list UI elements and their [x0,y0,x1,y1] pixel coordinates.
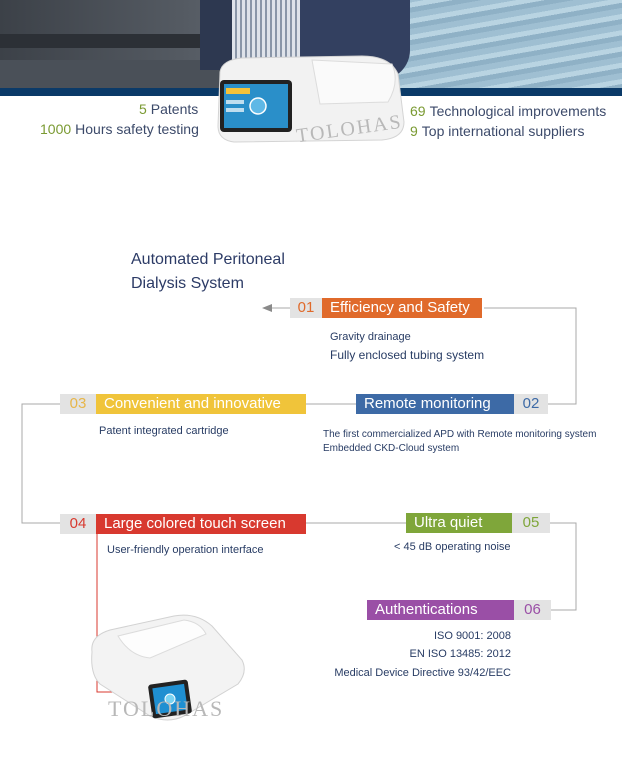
stat-label: Hours safety testing [75,121,199,137]
stat-number: 69 [410,103,426,119]
feature-desc: ISO 9001: 2008 [433,630,511,642]
feature-authentications: Authentications 06 [367,600,551,620]
person-shirt [232,0,302,60]
feature-desc: EN ISO 13485: 2012 [409,648,511,660]
dialysis-device-image [217,55,405,143]
feature-convenient-innovative: 03 Convenient and innovative [60,394,306,414]
title-line: Automated Peritoneal [131,251,285,268]
feature-number: 02 [514,394,548,414]
feature-desc: Embedded CKD-Cloud system [323,443,460,454]
feature-desc: Gravity drainage [330,331,411,343]
feature-desc: Medical Device Directive 93/42/EEC [334,667,511,679]
feature-number: 04 [60,514,96,534]
stat-label: Patents [150,101,199,117]
background-shelf [0,34,230,48]
stat-number: 9 [410,123,418,139]
feature-label: Ultra quiet [406,513,512,533]
brand-watermark: TOLOHAS [108,696,225,721]
background-shelf [0,60,230,90]
arrow-left-icon [262,304,272,312]
person-jacket [200,0,236,70]
feature-desc: Fully enclosed tubing system [330,348,485,362]
feature-label: Large colored touch screen [96,514,306,534]
feature-desc: < 45 dB operating noise [394,541,511,553]
feature-desc: User-friendly operation interface [107,544,264,556]
feature-label: Remote monitoring [356,394,514,414]
feature-label: Convenient and innovative [96,394,306,414]
title-line: Dialysis System [131,275,244,292]
sea-background [390,0,622,90]
stat-number: 1000 [40,121,72,137]
feature-label: Authentications [367,600,514,620]
stat-label: Technological improvements [429,103,607,119]
stat-label: Top international suppliers [421,123,585,139]
feature-number: 01 [290,298,322,318]
page-title: Automated Peritoneal Dialysis System [131,248,285,296]
feature-efficiency-safety: 01 Efficiency and Safety [290,298,482,318]
stat-number: 5 [139,101,147,117]
feature-number: 05 [512,513,550,533]
feature-touch-screen: 04 Large colored touch screen [60,514,306,534]
feature-ultra-quiet: Ultra quiet 05 [406,513,550,533]
dialysis-device-image [91,614,245,721]
feature-desc: Patent integrated cartridge [99,425,229,437]
feature-number: 06 [514,600,551,620]
feature-desc: The first commercialized APD with Remote… [323,429,597,440]
feature-remote-monitoring: Remote monitoring 02 [356,394,548,414]
feature-number: 03 [60,394,96,414]
feature-label: Efficiency and Safety [322,298,482,318]
